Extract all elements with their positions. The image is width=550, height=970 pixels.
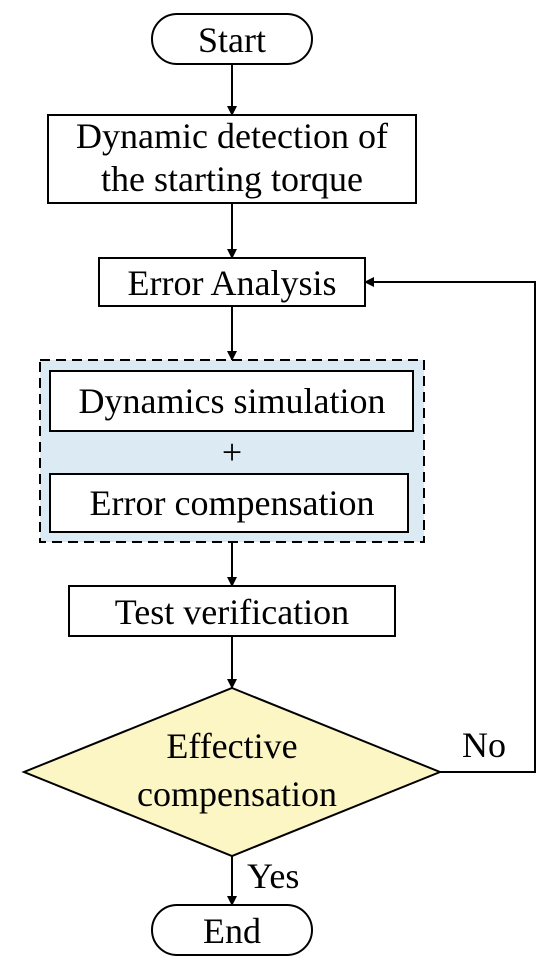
end-terminal: [151, 904, 313, 956]
dynamics-simulation-label: Dynamics simulation: [79, 381, 386, 421]
start-label: Start: [198, 20, 266, 60]
decision-label-line1: Effective: [166, 726, 297, 766]
plus-sign: +: [222, 432, 242, 472]
dynamics-simulation-box: [49, 370, 414, 432]
detection-process-box: [47, 114, 417, 204]
detection-label-line1: Dynamic detection of: [76, 116, 388, 156]
error-analysis-label: Error Analysis: [128, 263, 337, 303]
detection-label-line2: the starting torque: [101, 159, 363, 199]
test-verification-box: [68, 585, 396, 637]
no-label: No: [462, 725, 506, 765]
test-verification-label: Test verification: [115, 592, 349, 632]
yes-label: Yes: [247, 856, 299, 896]
error-compensation-box: [49, 473, 409, 533]
error-compensation-label: Error compensation: [90, 483, 375, 523]
end-label: End: [203, 911, 261, 951]
no-feedback-line: [364, 277, 536, 773]
decision-diamond: [21, 686, 443, 858]
decision-label-line2: compensation: [137, 774, 337, 814]
